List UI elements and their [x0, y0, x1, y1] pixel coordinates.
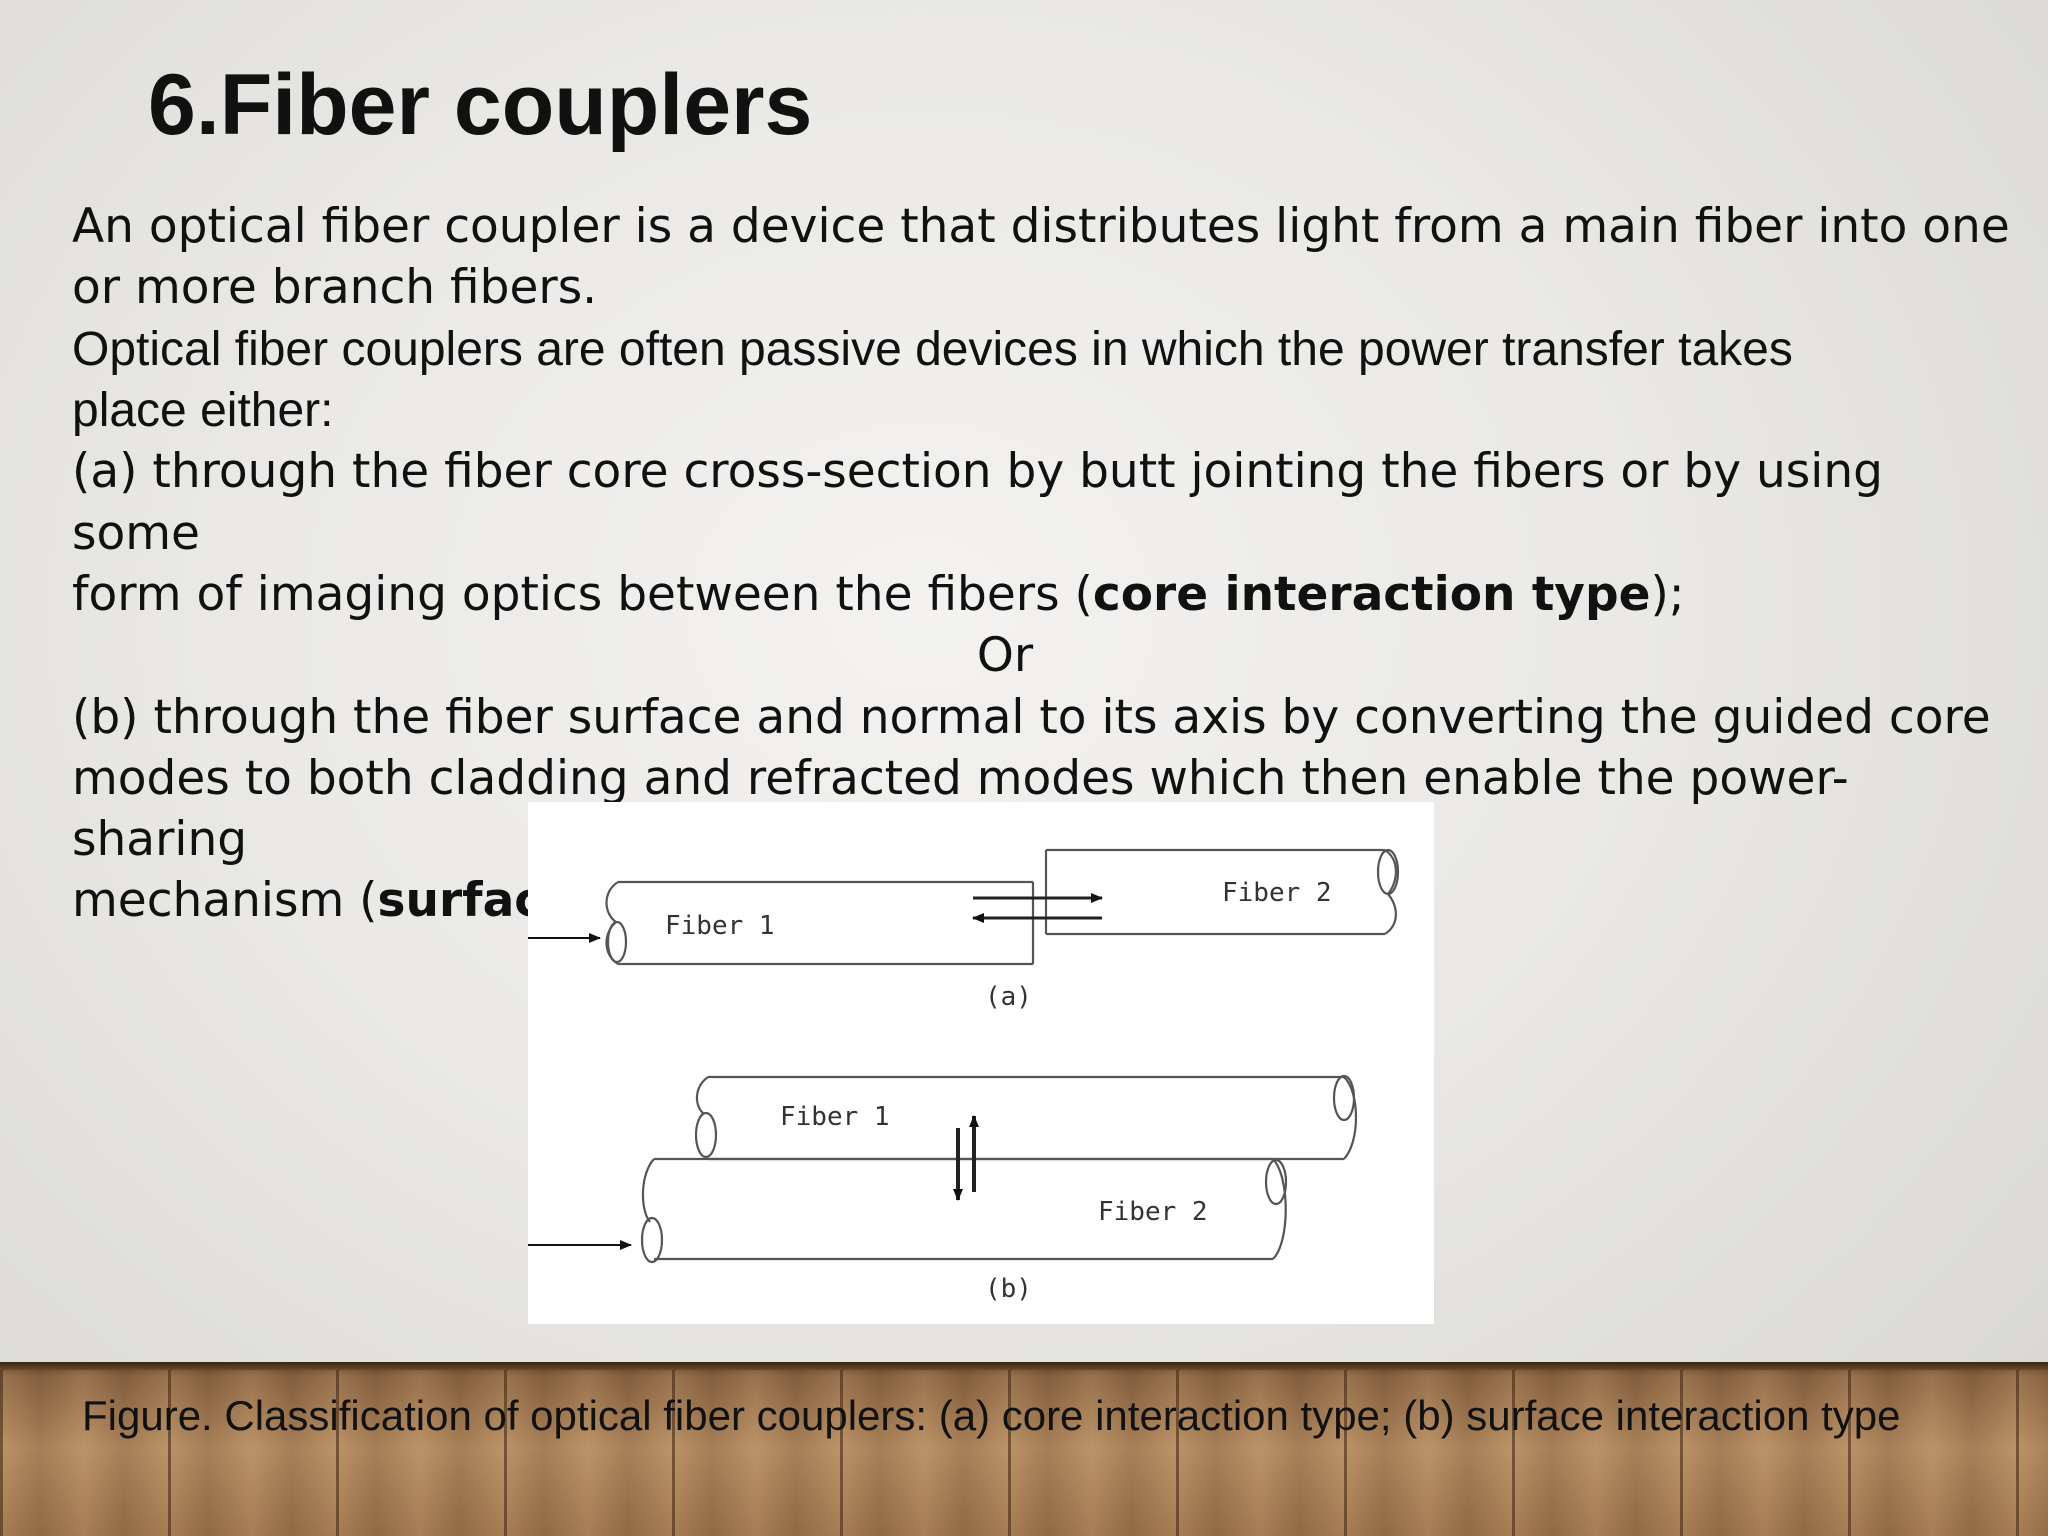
body-line-1: An optical fiber coupler is a device tha… [72, 199, 2010, 254]
a-fiber-2 [1044, 848, 1400, 936]
body-line-12: mechanism (surface [72, 877, 574, 924]
body-line-10: modes to both cladding and refracted mod… [72, 751, 1849, 806]
body-line-7-end: ); [1650, 567, 1685, 622]
body-line-11: sharing [72, 812, 248, 867]
body-line-7-text: form of imaging optics between the fiber… [72, 567, 1093, 622]
b-fiber-2 [640, 1157, 1288, 1264]
b-fiber-2-label: Fiber 2 [1098, 1197, 1208, 1227]
wood-floor-background [0, 1362, 2048, 1536]
figure-caption: Figure. Classification of optical fiber … [82, 1392, 1901, 1439]
body-line-9: (b) through the fiber surface and normal… [72, 690, 1991, 745]
b-fiber-1-label: Fiber 1 [780, 1102, 890, 1132]
floor-edge [0, 1362, 2048, 1370]
body-line-5: (a) through the fiber core cross-section… [72, 444, 1883, 499]
core-interaction-type-bold: core interaction type [1092, 567, 1651, 622]
body-line-7: form of imaging optics between the fiber… [72, 571, 1685, 618]
coupler-diagram: Fiber 1 Fiber 2 (a) [528, 848, 1400, 1304]
body-line-6: some [72, 506, 200, 561]
body-line-12-text: mechanism ( [72, 873, 378, 928]
body-line-3: Optical fiber couplers are often passive… [72, 323, 1793, 376]
or-separator: Or [976, 628, 1034, 683]
body-line-4: place either: [72, 384, 334, 437]
a-fiber-1-label: Fiber 1 [665, 911, 775, 941]
body-line-2: or more branch fibers. [72, 260, 598, 315]
coupler-figure: Fiber 1 Fiber 2 (a) [528, 802, 1434, 1324]
slide-title: 6.Fiber couplers [148, 57, 813, 153]
a-fiber-1 [605, 880, 1035, 966]
b-caption-label: (b) [985, 1274, 1032, 1304]
a-fiber-2-label: Fiber 2 [1222, 878, 1332, 908]
a-caption-label: (a) [985, 982, 1032, 1012]
